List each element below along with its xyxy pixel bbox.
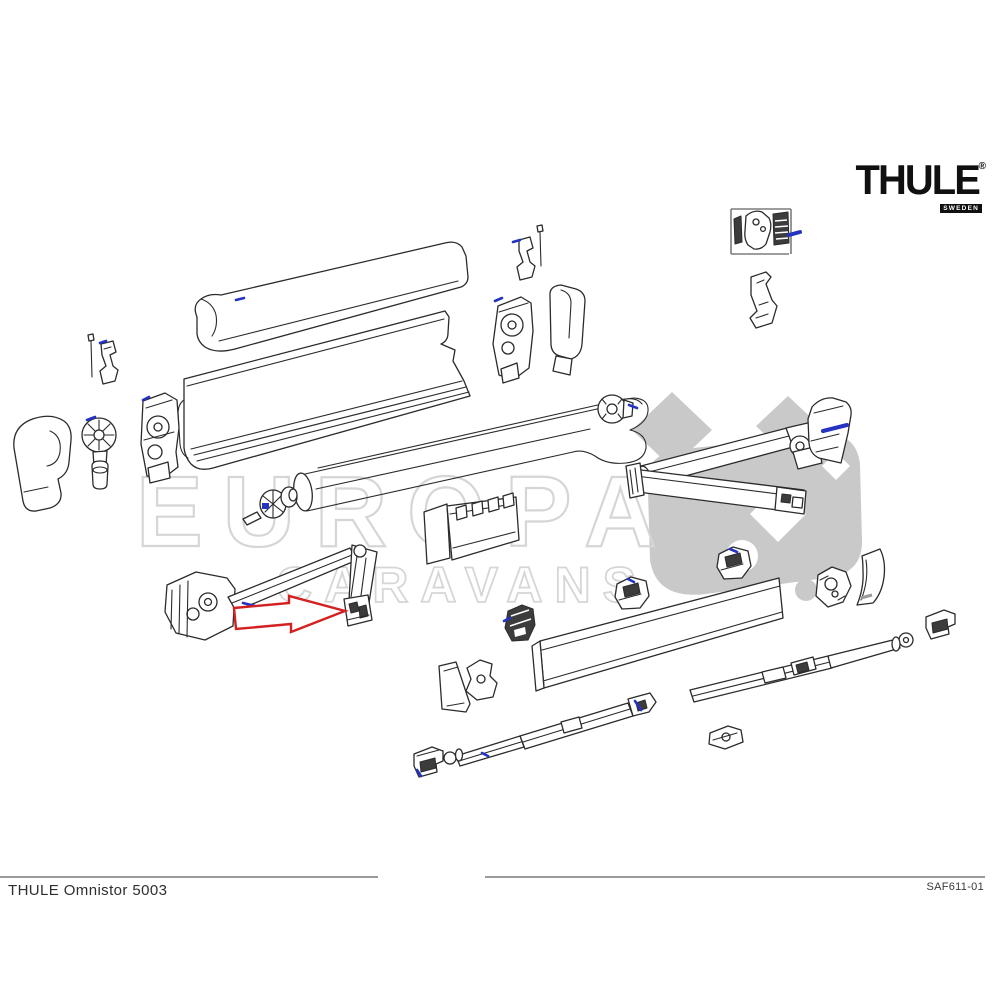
front-lead-rail (531, 577, 784, 692)
fabric-clamp-right (716, 546, 752, 580)
footer-rule-right (485, 876, 985, 878)
rafter-arm-left (443, 692, 657, 767)
pin-top (536, 224, 544, 267)
footer-rule-left (0, 876, 378, 878)
detail-clamp (772, 211, 790, 246)
roller-end-knob (597, 394, 634, 424)
roller-drive-gear (242, 486, 298, 526)
detail-dark-wedge (733, 215, 743, 245)
wall-bracket-left (99, 340, 119, 385)
case-profile (177, 310, 471, 470)
left-end-cap (13, 415, 72, 512)
rail-bracket-bottom (708, 725, 744, 750)
support-fin (438, 661, 471, 713)
case-lid (194, 241, 469, 352)
detail-box (730, 208, 792, 255)
clamp-block-left (413, 746, 444, 778)
footer-model-label: THULE Omnistor 5003 (8, 882, 168, 899)
arm-foot-left (343, 594, 373, 627)
fabric-clamp-left (504, 604, 536, 642)
winch-disc (81, 417, 117, 490)
pin-left (87, 333, 95, 378)
part-callout-marks (85, 230, 849, 778)
fabric-clamp-middle (614, 576, 650, 610)
highlight-arrow (232, 594, 349, 634)
brand-country-tag: SWEDEN (940, 204, 982, 214)
cover-wedge (856, 548, 886, 606)
support-arm-left (164, 544, 378, 641)
support-arm-lower-right (625, 462, 807, 515)
brand-name: THULE (855, 156, 980, 203)
clamp-block-right (925, 609, 956, 640)
center-mounting-bracket (423, 492, 520, 565)
rafter-arm-right (689, 632, 914, 703)
gearbox-right (492, 296, 534, 384)
brand-logo: THULE ® SWEDEN (846, 156, 986, 215)
footer-drawing-number: SAF611-01 (926, 881, 984, 893)
hook-bracket-right (749, 271, 778, 329)
corner-bracket (465, 659, 498, 701)
wall-bracket-top (516, 236, 536, 281)
tension-joint (815, 566, 852, 608)
detail-mounting-plate (744, 210, 772, 250)
gearbox-left (140, 392, 180, 484)
registered-mark-icon: ® (978, 161, 986, 172)
end-cap-right (549, 284, 586, 376)
watermark-line1: EUROPA (136, 456, 676, 568)
